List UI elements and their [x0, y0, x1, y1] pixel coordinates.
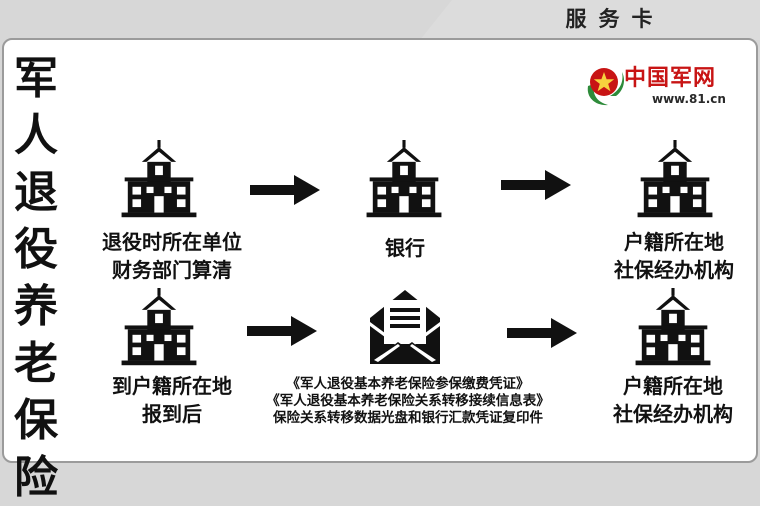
title-char: 险	[14, 452, 58, 503]
title-char: 老	[14, 338, 58, 389]
star-emblem-icon	[587, 68, 624, 106]
row1-step3-label: 户籍所在地 社保经办机构	[614, 230, 734, 282]
row2-step3-label: 户籍所在地 社保经办机构	[613, 374, 733, 426]
building-icon	[118, 140, 200, 218]
service-card-tab	[420, 0, 760, 40]
title-char: 保	[14, 395, 58, 446]
title-char: 役	[14, 224, 58, 275]
arrow-right-icon	[506, 318, 578, 348]
arrow-right-icon	[250, 175, 320, 205]
logo-url: www.81.cn	[652, 92, 726, 106]
envelope-icon	[370, 290, 440, 364]
logo-name: 中国军网	[624, 66, 717, 91]
arrow-right-icon	[246, 316, 318, 346]
title-char: 人	[14, 110, 58, 161]
row1-step2-label: 银行	[385, 236, 425, 260]
title-char: 养	[14, 281, 58, 332]
row2-step2-label: 《军人退役基本养老保险参保缴费凭证》 《军人退役基本养老保险关系转移接续信息表》…	[266, 376, 550, 426]
vertical-title: 军 人 退 役 养 老 保 险	[8, 50, 64, 506]
title-char: 退	[14, 167, 58, 218]
building-icon	[364, 140, 444, 218]
building-icon	[118, 288, 200, 366]
building-icon	[632, 288, 714, 366]
china-military-logo: 中国军网 www.81.cn	[580, 56, 740, 116]
row2-step1-label: 到户籍所在地 报到后	[112, 374, 232, 426]
service-card-label: 服务卡	[565, 7, 665, 31]
title-char: 军	[14, 53, 58, 104]
row1-step1-label: 退役时所在单位 财务部门算清	[102, 230, 242, 282]
building-icon	[634, 140, 716, 218]
content-board	[2, 38, 758, 463]
arrow-right-icon	[500, 170, 572, 200]
